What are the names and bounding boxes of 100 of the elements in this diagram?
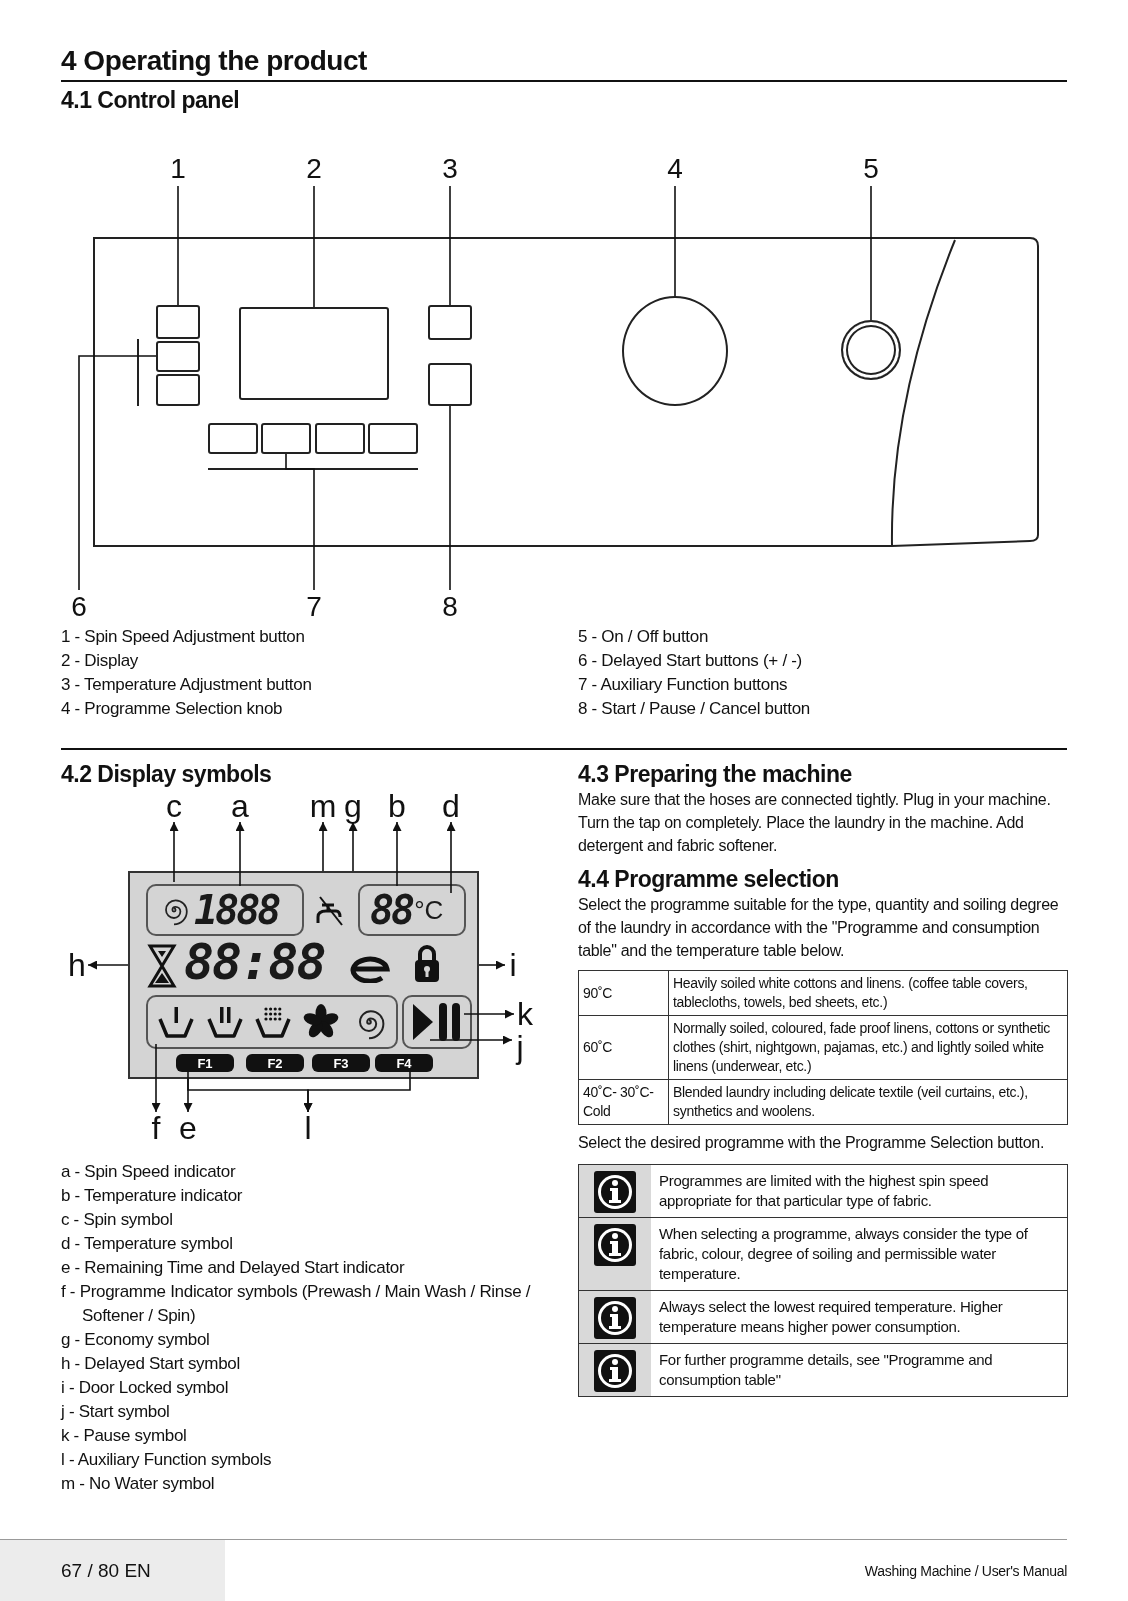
- leader-line: [449, 185, 451, 306]
- callout-letter: e: [178, 1112, 198, 1144]
- arrow: [392, 821, 402, 887]
- list-item: c - Spin symbol: [61, 1209, 174, 1231]
- segment-digits: 1888: [194, 890, 279, 930]
- list-item: 7 - Auxiliary Function buttons: [578, 674, 789, 696]
- footer-text: Washing Machine / User's Manual: [864, 1562, 1067, 1581]
- segment-frame: [358, 884, 466, 936]
- symbol-frame: [146, 995, 398, 1049]
- list-item: f - Programme Indicator symbols (Prewash / Main Wash / Rinse / Softener / Spin): [61, 1281, 532, 1327]
- panel-button: [315, 423, 365, 454]
- function-tag: F3: [312, 1054, 370, 1072]
- body-paragraph: Select the desired programme with the Programme Selection button.: [578, 1133, 1046, 1153]
- callout-letter: l: [303, 1112, 313, 1144]
- list-item: 3 - Temperature Adjustment button: [61, 674, 313, 696]
- leader-line: [313, 185, 315, 308]
- leader-line: [674, 185, 676, 297]
- callout-number: 8: [438, 590, 462, 624]
- table-cell: 40˚C- 30˚C- Cold: [579, 1080, 669, 1124]
- callout-letter: j: [512, 1030, 528, 1064]
- leader-line: [285, 453, 315, 591]
- panel-button: [208, 423, 258, 454]
- arrow: [429, 1035, 513, 1045]
- panel-button: [261, 423, 311, 454]
- callout-number: 7: [302, 590, 326, 624]
- list-item: g - Economy symbol: [61, 1329, 211, 1351]
- arrow: [446, 821, 456, 894]
- list-item: 1 - Spin Speed Adjustment button: [61, 626, 306, 648]
- note-text: Programmes are limited with the highest spin speed appropriate for that particular type of fabric.: [658, 1171, 990, 1211]
- callout-number: 6: [67, 590, 91, 624]
- list-item: 6 - Delayed Start buttons (+ / -): [578, 650, 803, 672]
- arrow: [235, 821, 245, 887]
- callout-letter: m: [309, 790, 337, 822]
- list-item: h - Delayed Start symbol: [61, 1353, 241, 1375]
- table-cell-text: Blended laundry including delicate textile (veil curtains, etc.), synthetics and woolens.: [672, 1083, 1029, 1121]
- arrow: [463, 1009, 515, 1019]
- list-item: 8 - Start / Pause / Cancel button: [578, 698, 811, 720]
- callout-number: 4: [663, 152, 687, 186]
- segment-digits: 88:88: [184, 937, 325, 987]
- callout-letter: d: [439, 790, 463, 822]
- panel-button: [156, 341, 200, 372]
- lcd-display-panel: [128, 871, 479, 1079]
- note-text: When selecting a programme, always consider the type of fabric, colour, degree of soiling and permissible water temperature.: [658, 1224, 1029, 1284]
- list-item: j - Start symbol: [61, 1401, 171, 1423]
- body-paragraph: Select the programme suitable for the type, quantity and soiling degree of the laundry in accordance with the "Programme and consumption table" and the temperature table below.: [578, 895, 1060, 961]
- section-heading: 4.2 Display symbols: [61, 760, 272, 788]
- table-cell: Normally soiled, coloured, fade proof linens, cottons or synthetic clothes (shirt, nightgown, pajamas, etc.) and lightly soiled white linens (underwear, etc.): [669, 1016, 1067, 1080]
- list-item: m - No Water symbol: [61, 1473, 216, 1495]
- section-heading: 4.3 Preparing the machine: [578, 760, 853, 788]
- function-tag: F1: [176, 1054, 234, 1072]
- arrow: [169, 821, 179, 883]
- leader-line: [78, 355, 157, 591]
- list-item: d - Temperature symbol: [61, 1233, 234, 1255]
- table-cell: 90˚C: [579, 971, 669, 1016]
- callout-letter: h: [66, 948, 88, 982]
- body-paragraph: Make sure that the hoses are connected tightly. Plug in your machine. Turn the tap on completely. Place the laundry in the machine. Add detergent and fabric softener.: [578, 790, 1052, 856]
- section-heading: 4.4 Programme selection: [578, 865, 840, 893]
- callout-number: 5: [859, 152, 883, 186]
- arrow: [318, 821, 328, 872]
- segment-frame: [146, 884, 304, 936]
- list-item: b - Temperature indicator: [61, 1185, 244, 1207]
- arrow: [87, 960, 129, 970]
- segment-digits: 88: [370, 890, 413, 930]
- callout-number: 2: [302, 152, 326, 186]
- panel-button: [156, 305, 200, 339]
- leader-line: [870, 185, 872, 321]
- list-item: k - Pause symbol: [61, 1425, 188, 1447]
- callout-letter: a: [228, 790, 252, 822]
- panel-button: [368, 423, 418, 454]
- table-cell: 60˚C: [579, 1016, 669, 1080]
- temperature-unit: °C: [414, 897, 444, 923]
- panel-button: [156, 374, 200, 406]
- table-cell: Heavily soiled white cottons and linens. (coffee table covers, tablecloths, towels, bed sheets, etc.): [669, 971, 1067, 1016]
- note-text: For further programme details, see "Programme and consumption table": [658, 1350, 994, 1390]
- arrow: [303, 1069, 411, 1113]
- list-item: a - Spin Speed indicator: [61, 1161, 237, 1183]
- list-item: 2 - Display: [61, 650, 139, 672]
- callout-number: 1: [166, 152, 190, 186]
- panel-button: [428, 305, 472, 340]
- list-item: 4 - Programme Selection knob: [61, 698, 284, 720]
- leader-line: [177, 185, 179, 306]
- panel-button: [428, 363, 472, 406]
- arrow: [478, 960, 506, 970]
- note-text: Always select the lowest required temperature. Higher temperature means higher power consumption.: [658, 1297, 1004, 1337]
- list-item: l - Auxiliary Function symbols: [61, 1449, 273, 1471]
- callout-letter: k: [514, 998, 536, 1030]
- page-number: 67 / 80 EN: [61, 1559, 151, 1583]
- list-item: 5 - On / Off button: [578, 626, 710, 648]
- leader-line: [449, 405, 451, 591]
- callout-letter: i: [505, 948, 521, 982]
- callout-letter: f: [149, 1112, 163, 1144]
- power-button: [841, 320, 901, 380]
- page-title: 4 Operating the product: [61, 44, 367, 78]
- arrow: [348, 821, 358, 872]
- callout-number: 3: [438, 152, 462, 186]
- function-tag: F2: [246, 1054, 304, 1072]
- callout-letter: b: [385, 790, 409, 822]
- callout-letter: c: [162, 790, 186, 822]
- list-item: i - Door Locked symbol: [61, 1377, 230, 1399]
- display-window: [239, 307, 389, 400]
